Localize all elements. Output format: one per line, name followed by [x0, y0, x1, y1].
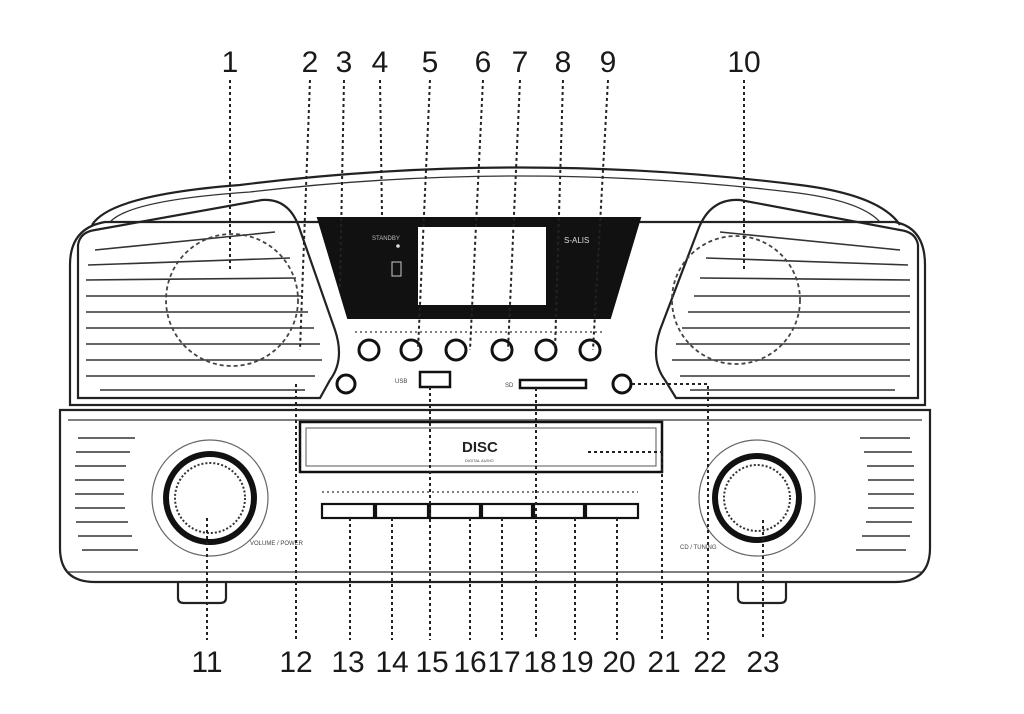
button-standby[interactable] — [357, 338, 381, 362]
display-tag: S-ALIS — [564, 236, 589, 245]
callout-6: 6 — [475, 46, 492, 79]
leader-lines — [206, 79, 764, 640]
button-cd-1[interactable] — [320, 502, 376, 520]
aux-in-jack[interactable] — [611, 373, 633, 395]
callout-23: 23 — [746, 646, 779, 679]
callout-19: 19 — [560, 646, 593, 679]
callout-14: 14 — [375, 646, 408, 679]
button-stop[interactable] — [490, 338, 514, 362]
callout-3: 3 — [336, 46, 353, 79]
button-cd-5[interactable] — [532, 502, 586, 520]
lower-left-grille — [75, 437, 138, 551]
tuning-knob-label: CD / TUNING — [680, 545, 717, 551]
callout-13: 13 — [331, 646, 364, 679]
callout-22: 22 — [693, 646, 726, 679]
callout-9: 9 — [600, 46, 617, 79]
volume-knob-label: VOLUME / POWER — [250, 541, 304, 547]
button-play-pause[interactable] — [444, 338, 468, 362]
lower-right-grille — [856, 437, 914, 551]
lcd-window — [416, 225, 548, 307]
callout-10: 10 — [727, 46, 760, 79]
remote-sensor — [391, 261, 402, 277]
headphone-jack[interactable] — [335, 373, 357, 395]
button-cd-2[interactable] — [374, 502, 430, 520]
callout-11: 11 — [191, 646, 222, 679]
callout-12: 12 — [279, 646, 312, 679]
standby-label: STANDBY — [372, 236, 400, 242]
cd-slot[interactable] — [298, 420, 664, 474]
callout-2: 2 — [302, 46, 319, 79]
callout-7: 7 — [512, 46, 529, 79]
button-cd-6[interactable] — [584, 502, 640, 520]
lower-buttons — [320, 491, 640, 520]
usb-port[interactable] — [418, 370, 452, 389]
right-speaker-grille — [672, 231, 911, 391]
callout-4: 4 — [372, 46, 389, 79]
button-record[interactable] — [578, 338, 602, 362]
usb-label: USB — [395, 379, 407, 385]
callouts-top: 1 2 3 4 5 6 7 8 9 10 — [222, 46, 761, 79]
callout-8: 8 — [555, 46, 572, 79]
cd-logo-sub: DIGITAL AUDIO — [465, 458, 494, 463]
left-speaker-grille — [85, 231, 322, 391]
callout-15: 15 — [415, 646, 448, 679]
upper-buttons — [355, 331, 605, 362]
button-cd-4[interactable] — [480, 502, 534, 520]
button-function[interactable] — [399, 338, 423, 362]
radio-body — [58, 166, 932, 605]
callout-17: 17 — [487, 646, 520, 679]
right-speaker-cone — [671, 235, 801, 365]
sd-label: SD — [505, 383, 514, 389]
left-speaker-cone — [165, 233, 299, 367]
callout-21: 21 — [647, 646, 680, 679]
callout-16: 16 — [453, 646, 486, 679]
callout-5: 5 — [422, 46, 439, 79]
left-speaker — [76, 198, 341, 400]
display-panel: STANDBY S-ALIS — [316, 217, 642, 319]
cd-area: DISC DIGITAL AUDIO — [298, 420, 664, 474]
tuning-knob[interactable]: CD / TUNING — [680, 439, 816, 557]
cd-logo: DISC — [462, 439, 498, 456]
right-speaker — [654, 198, 920, 400]
callouts-bottom: 11 12 13 14 15 16 17 18 19 20 21 22 23 — [191, 646, 779, 679]
callout-20: 20 — [602, 646, 635, 679]
port-row: USB SD — [335, 370, 633, 395]
button-cd-3[interactable] — [428, 502, 482, 520]
callout-1: 1 — [222, 46, 239, 79]
standby-led — [396, 244, 400, 248]
volume-knob[interactable]: VOLUME / POWER — [151, 439, 304, 557]
callout-18: 18 — [523, 646, 556, 679]
sd-slot[interactable] — [518, 378, 588, 390]
button-skip[interactable] — [534, 338, 558, 362]
